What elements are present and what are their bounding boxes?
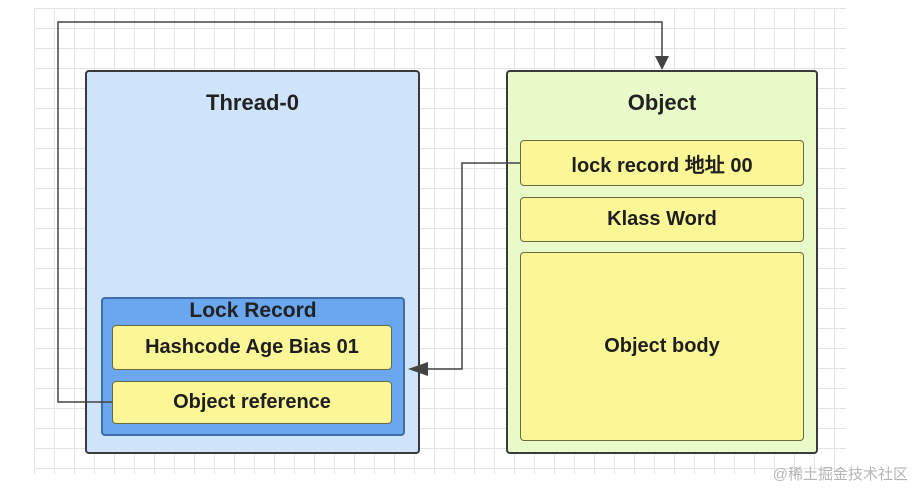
object-reference-field: Object reference — [112, 381, 392, 424]
hashcode-age-bias-field: Hashcode Age Bias 01 — [112, 325, 392, 370]
markword-arrowhead — [408, 362, 428, 376]
object-title: Object — [627, 90, 697, 115]
markword-to-lockrecord-arrow — [426, 162, 520, 370]
klass-word-field: Klass Word — [520, 197, 804, 242]
watermark: @稀土掘金技术社区 — [772, 466, 908, 483]
thread-title: Thread-0 — [206, 90, 299, 115]
lock-record-title: Lock Record — [189, 299, 317, 322]
reference-to-object-arrow — [57, 21, 663, 403]
object-body-field: Object body — [520, 252, 804, 441]
mark-word-field: lock record 地址 00 — [520, 140, 804, 186]
reference-arrowhead — [655, 56, 669, 70]
